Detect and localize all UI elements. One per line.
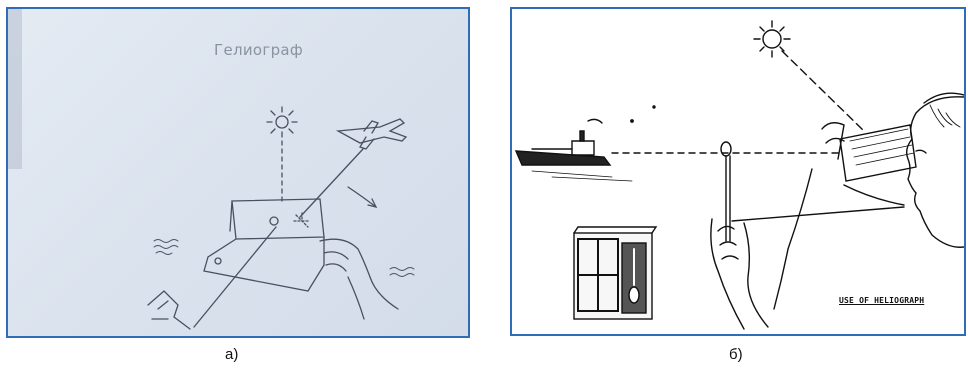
panel-a-title: Гелиограф	[214, 41, 303, 59]
ship-icon	[516, 119, 610, 165]
caption-b: б)	[729, 346, 743, 363]
heliograph-sketch-panel: Гелиограф	[6, 7, 470, 338]
sun-icon	[754, 21, 790, 57]
airplane-icon	[338, 119, 406, 149]
sun-icon	[267, 107, 297, 137]
use-of-heliograph-label: USE OF HELIOGRAPH	[839, 296, 924, 305]
heliograph-device-icon	[574, 227, 656, 319]
caption-a: а)	[225, 346, 238, 363]
person-face-icon	[907, 93, 964, 247]
heliograph-mirror-icon	[204, 199, 324, 291]
hand-icon-left	[148, 291, 190, 329]
use-of-heliograph-panel: USE OF HELIOGRAPH	[510, 7, 966, 336]
hand-icon	[320, 239, 398, 319]
hand-icon-left	[711, 219, 768, 329]
use-of-heliograph-drawing	[512, 9, 964, 334]
